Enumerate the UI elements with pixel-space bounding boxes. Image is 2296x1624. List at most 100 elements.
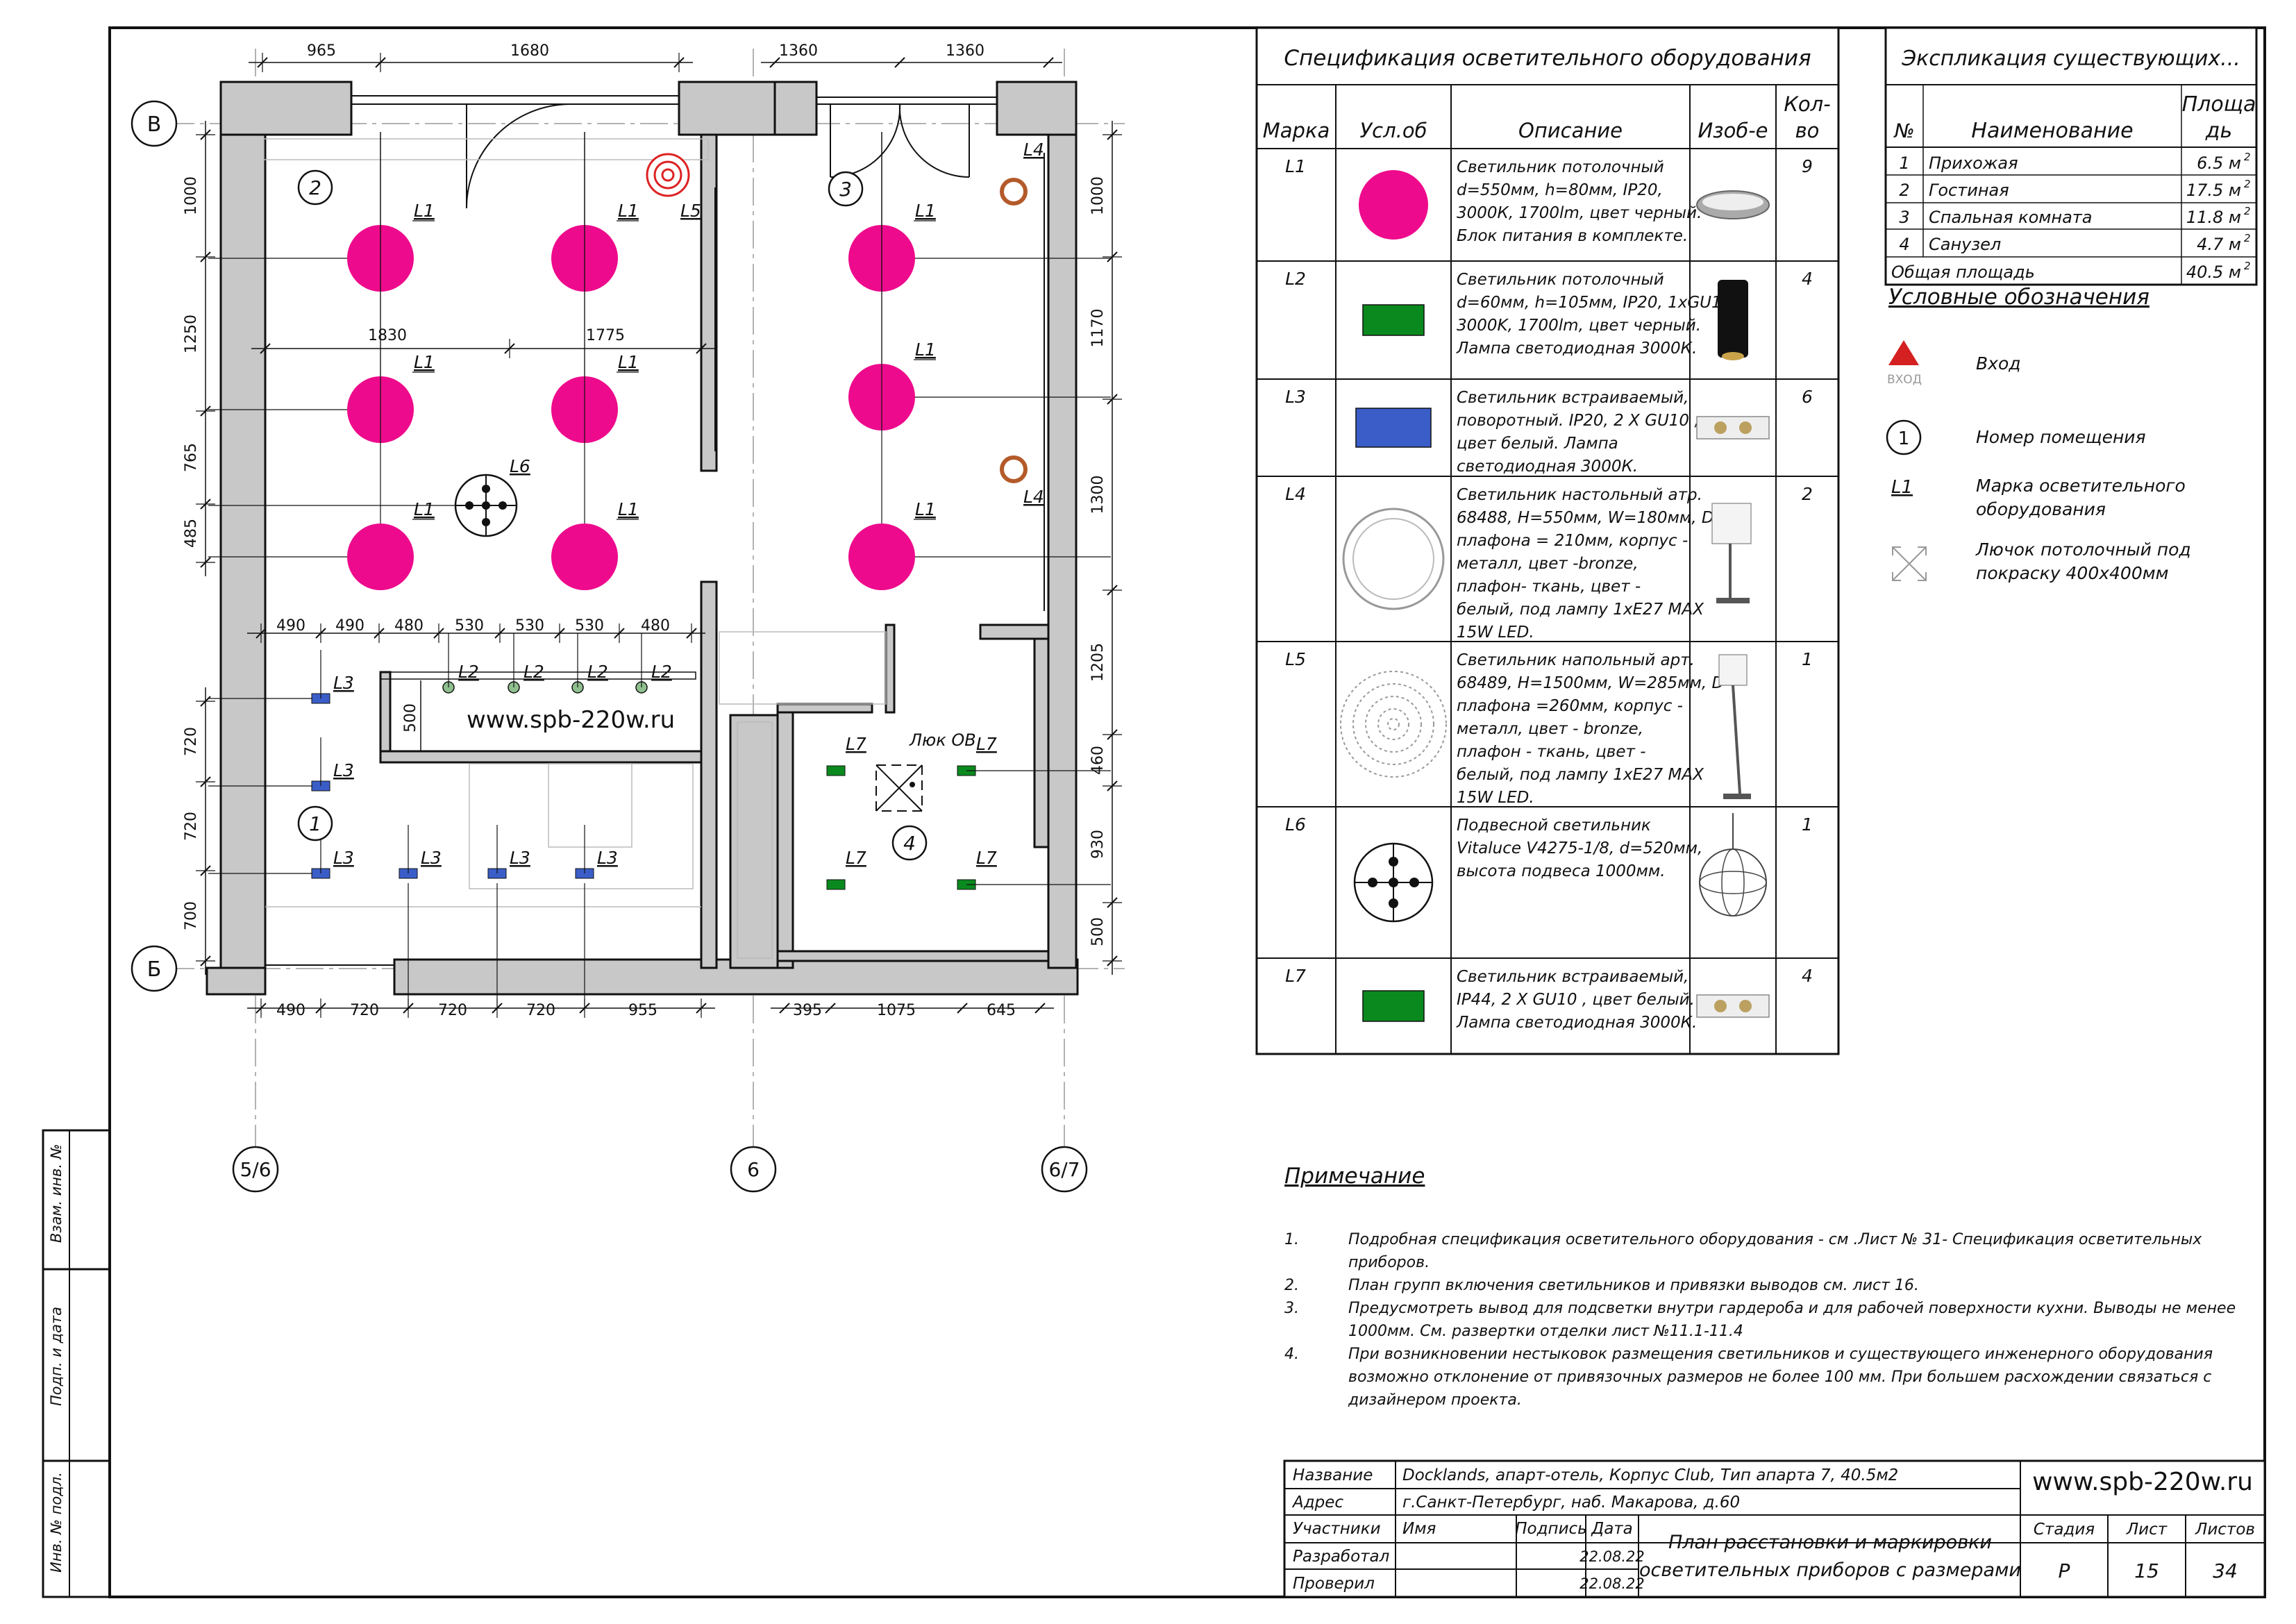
hatch-dot bbox=[910, 782, 915, 787]
fixture-label-l2: L2 bbox=[587, 662, 608, 682]
dim-label: 645 bbox=[987, 1002, 1016, 1019]
dim-tick bbox=[1034, 1003, 1046, 1014]
spec-desc-line: 15W LED. bbox=[1457, 789, 1534, 807]
hatch-icon bbox=[1892, 546, 1927, 581]
fixture-l5-core bbox=[661, 168, 675, 182]
dim-label: 965 bbox=[307, 42, 336, 60]
spec-desc-line: поворотный. IP20, 2 X GU10 , bbox=[1457, 412, 1700, 430]
room-number: 2 bbox=[309, 176, 321, 199]
room-number-circle bbox=[891, 825, 928, 861]
expl-row-name: Санузел bbox=[1929, 235, 2001, 254]
fixture-l4 bbox=[1000, 178, 1028, 206]
dim-tick bbox=[375, 57, 386, 68]
faint-furniture bbox=[263, 138, 887, 959]
fixture-photo-spot-lamp bbox=[1739, 421, 1752, 434]
dim-label: 955 bbox=[628, 1002, 657, 1019]
side-stamp: Взам. инв. № Подп. и дата Инв. № подл. bbox=[48, 1144, 65, 1573]
dim-tick bbox=[1107, 585, 1118, 596]
stamp-name-label: Название bbox=[1293, 1466, 1373, 1484]
spec-desc-line: плафона =260мм, корпус - bbox=[1457, 697, 1683, 715]
spec-image bbox=[1696, 994, 1770, 1018]
fixture-label-l7: L7 bbox=[976, 734, 997, 754]
dim-tick bbox=[957, 1003, 968, 1014]
legend-entrance: ВХОД Вход bbox=[1887, 340, 2021, 387]
stamp-head-stage: Стадия bbox=[2034, 1521, 2095, 1539]
dim-label: 700 bbox=[183, 901, 200, 930]
spec-mark: L2 bbox=[1285, 269, 1306, 289]
fixture-label-l2: L2 bbox=[523, 662, 544, 682]
stamp-addr-label: Адрес bbox=[1291, 1493, 1343, 1512]
note-number: 4. bbox=[1284, 1346, 1299, 1363]
spec-title: Спецификация осветительного оборудования bbox=[1284, 46, 1811, 71]
spec-desc-line: 68488, H=550мм, W=180мм, D bbox=[1457, 509, 1714, 527]
spec-qty: 4 bbox=[1802, 966, 1813, 986]
fixture-l5 bbox=[646, 153, 690, 197]
expl-row-name: Прихожая bbox=[1929, 153, 2018, 173]
dim-tick bbox=[315, 628, 326, 639]
note-line: План групп включения светильников и прив… bbox=[1348, 1277, 1919, 1294]
svg-text:6: 6 bbox=[747, 1158, 760, 1181]
note-number: 3. bbox=[1284, 1300, 1299, 1317]
dim-tick bbox=[1107, 897, 1118, 908]
spec-desc-line: 3000К, 1700lm, цвет черный. bbox=[1457, 204, 1702, 222]
spec-desc-line: Светильник встраиваемый, bbox=[1457, 968, 1689, 986]
svg-text:Лючок потолочный под: Лючок потолочный под bbox=[1975, 539, 2191, 560]
spec-qty: 9 bbox=[1802, 156, 1813, 176]
fixture-photo-cylinder bbox=[1718, 280, 1748, 358]
dim-tick bbox=[769, 57, 780, 68]
spec-desc-line: Светильник встраиваемый, bbox=[1457, 389, 1689, 407]
spec-desc-line: Светильник настольный атр. bbox=[1457, 486, 1702, 504]
spec-desc-line: Подвесной светильник bbox=[1457, 817, 1651, 835]
spec-image bbox=[1718, 280, 1748, 360]
svg-text:Б: Б bbox=[147, 957, 162, 982]
dim-tick bbox=[825, 1003, 836, 1014]
spec-desc-line: Светильник потолочный bbox=[1457, 271, 1664, 289]
spec-desc-line: светодиодная 3000К. bbox=[1457, 458, 1638, 476]
side-label-sign: Подп. и дата bbox=[48, 1307, 65, 1406]
fixture-label-l3: L3 bbox=[333, 760, 354, 780]
fixture-label-l4: L4 bbox=[1023, 140, 1044, 160]
room-number: 3 bbox=[839, 178, 852, 201]
dim-tick bbox=[374, 628, 385, 639]
dim-tick bbox=[494, 628, 505, 639]
stamp-chk-date: 22.08.22 bbox=[1579, 1575, 1645, 1592]
spec-head-sym: Усл.об bbox=[1360, 119, 1427, 142]
fixture-photo-shade bbox=[1718, 654, 1748, 686]
notes-list: 1.Подробная спецификация осветительного … bbox=[1284, 1231, 2236, 1409]
dim-tick bbox=[554, 628, 565, 639]
side-label-inv: Инв. № подл. bbox=[48, 1472, 65, 1573]
axis-marker-b: Б bbox=[131, 945, 178, 992]
stamp-dev-label: Разработал bbox=[1293, 1548, 1390, 1566]
axis-marker-5-6: 5/6 bbox=[232, 1146, 279, 1193]
note-line: дизайнером проекта. bbox=[1348, 1391, 1522, 1409]
l2-rail bbox=[380, 671, 696, 680]
dim-label: 720 bbox=[183, 812, 200, 841]
expl-row-no: 2 bbox=[1899, 181, 1909, 200]
legend-room-number: 1 Номер помещения bbox=[1886, 419, 2146, 455]
dim-tick bbox=[894, 57, 905, 68]
spec-image bbox=[1718, 654, 1751, 799]
fixture-photo-stem bbox=[1732, 685, 1741, 794]
spec-desc-line: цвет белый. Лампа bbox=[1457, 435, 1618, 453]
dim-tick bbox=[200, 955, 211, 966]
dim-label: 530 bbox=[575, 617, 604, 635]
svg-text:Марка осветительного: Марка осветительного bbox=[1976, 476, 2186, 496]
stamp-sheet: 15 bbox=[2134, 1559, 2159, 1582]
dim-label: 1205 bbox=[1089, 643, 1107, 682]
expl-head-name: Наименование bbox=[1971, 119, 2133, 143]
expl-row-area: 6.5 м bbox=[2197, 153, 2241, 173]
dim-tick bbox=[200, 499, 211, 510]
fixture-label-l3: L3 bbox=[333, 673, 354, 693]
dim-label: 490 bbox=[276, 1002, 305, 1019]
spec-desc-line: плафона = 210мм, корпус - bbox=[1457, 532, 1688, 550]
spec-desc-line: Светильник потолочный bbox=[1457, 158, 1664, 176]
fixture-label-l1: L1 bbox=[414, 352, 435, 372]
spec-desc-line: белый, под лампу 1xE27 MAX bbox=[1457, 766, 1704, 784]
notes: Примечание 1.Подробная спецификация осве… bbox=[1284, 1164, 2236, 1409]
dim-label: 1830 bbox=[368, 327, 407, 344]
dim-label: 720 bbox=[183, 727, 200, 756]
stamp-title-1: План расстановки и маркировки bbox=[1668, 1532, 1992, 1553]
